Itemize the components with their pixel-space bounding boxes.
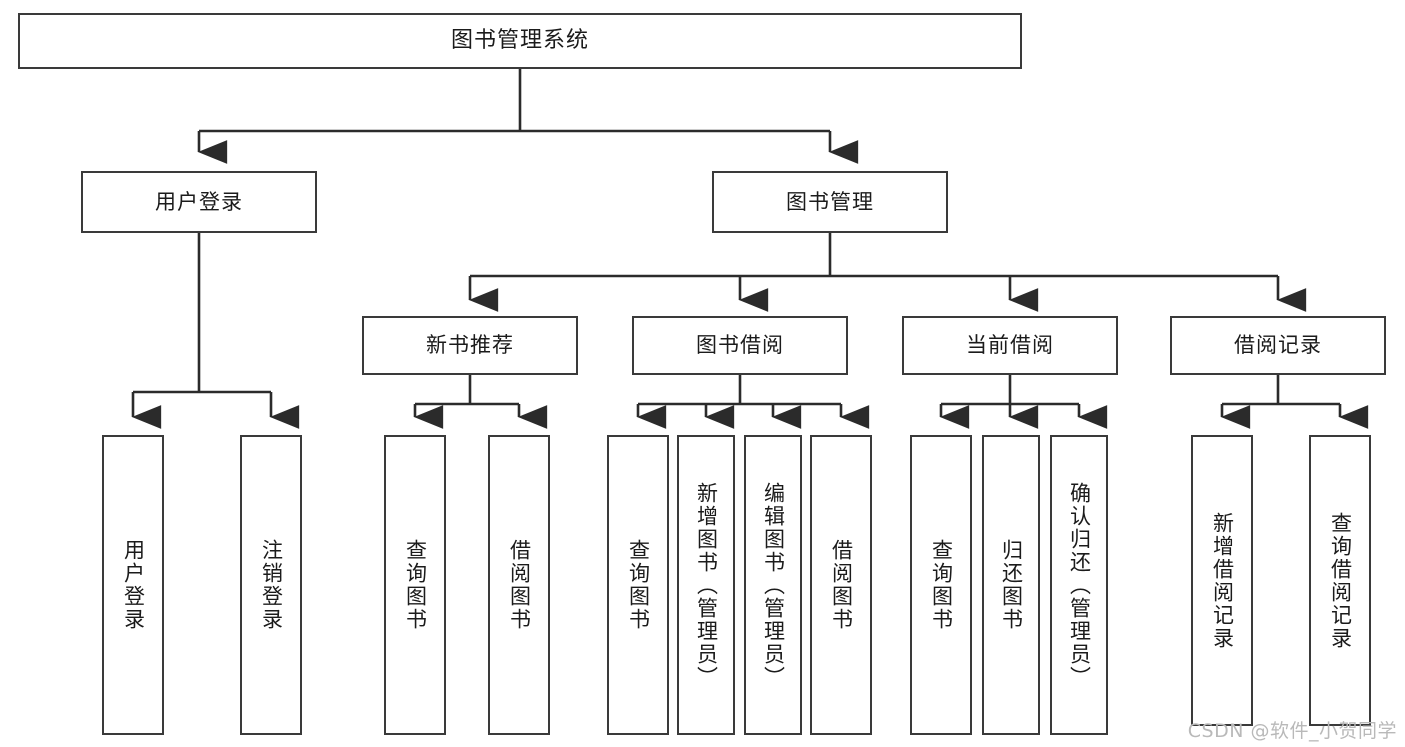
leaf-query-record-label: 查询借阅记录 <box>1328 511 1353 650</box>
node-new-book-recommend-label: 新书推荐 <box>426 333 514 358</box>
leaf-borrow-book-2[interactable]: 借阅图书 <box>810 435 872 735</box>
leaf-add-record-label: 新增借阅记录 <box>1210 511 1235 650</box>
leaf-query-book-3[interactable]: 查询图书 <box>910 435 972 735</box>
leaf-query-record[interactable]: 查询借阅记录 <box>1309 435 1371 726</box>
node-book-management[interactable]: 图书管理 <box>712 171 948 233</box>
leaf-add-book-label: 新增图书（管理员） <box>694 481 719 689</box>
leaf-borrow-book-2-label: 借阅图书 <box>829 539 854 631</box>
leaf-user-login[interactable]: 用户登录 <box>102 435 164 735</box>
leaf-add-record[interactable]: 新增借阅记录 <box>1191 435 1253 726</box>
leaf-borrow-book-1-label: 借阅图书 <box>507 539 532 631</box>
node-borrow-record-label: 借阅记录 <box>1234 333 1322 358</box>
leaf-confirm-return-label: 确认归还（管理员） <box>1067 481 1092 689</box>
leaf-logout-login-label: 注销登录 <box>259 539 284 631</box>
leaf-query-book-2-label: 查询图书 <box>626 539 651 631</box>
leaf-query-book-1[interactable]: 查询图书 <box>384 435 446 735</box>
node-book-borrow[interactable]: 图书借阅 <box>632 316 848 375</box>
node-book-management-label: 图书管理 <box>786 189 874 214</box>
leaf-query-book-2[interactable]: 查询图书 <box>607 435 669 735</box>
leaf-borrow-book-1[interactable]: 借阅图书 <box>488 435 550 735</box>
node-current-borrow[interactable]: 当前借阅 <box>902 316 1118 375</box>
leaf-user-login-label: 用户登录 <box>121 539 146 631</box>
leaf-query-book-3-label: 查询图书 <box>929 539 954 631</box>
node-new-book-recommend[interactable]: 新书推荐 <box>362 316 578 375</box>
node-borrow-record[interactable]: 借阅记录 <box>1170 316 1386 375</box>
leaf-return-book[interactable]: 归还图书 <box>982 435 1040 735</box>
leaf-return-book-label: 归还图书 <box>999 539 1024 631</box>
leaf-add-book[interactable]: 新增图书（管理员） <box>677 435 735 735</box>
leaf-confirm-return[interactable]: 确认归还（管理员） <box>1050 435 1108 735</box>
node-user-login-label: 用户登录 <box>155 189 243 214</box>
node-book-borrow-label: 图书借阅 <box>696 333 784 358</box>
node-root[interactable]: 图书管理系统 <box>18 13 1022 69</box>
leaf-query-book-1-label: 查询图书 <box>403 539 428 631</box>
leaf-logout-login[interactable]: 注销登录 <box>240 435 302 735</box>
node-root-label: 图书管理系统 <box>450 27 589 53</box>
node-current-borrow-label: 当前借阅 <box>966 333 1054 358</box>
node-user-login[interactable]: 用户登录 <box>81 171 317 233</box>
leaf-edit-book[interactable]: 编辑图书（管理员） <box>744 435 802 735</box>
leaf-edit-book-label: 编辑图书（管理员） <box>761 481 786 689</box>
